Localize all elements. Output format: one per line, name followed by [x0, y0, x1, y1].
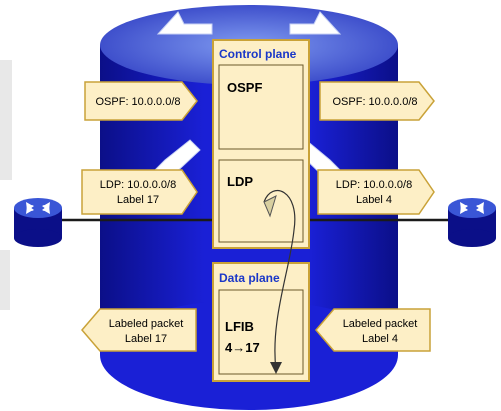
- svg-text:LDP: 10.0.0.0/8: LDP: 10.0.0.0/8: [336, 179, 412, 191]
- svg-text:Label 4: Label 4: [362, 333, 398, 345]
- svg-text:Label 4: Label 4: [356, 194, 392, 206]
- ospf-box: [218, 64, 304, 150]
- router-icon: [460, 202, 484, 214]
- control-plane-title: Control plane: [219, 47, 297, 61]
- right-router: [448, 198, 496, 247]
- svg-text:Label 17: Label 17: [117, 194, 159, 206]
- lfib-box: [218, 289, 304, 375]
- data-plane-panel: Data plane LFIB 4→17: [212, 262, 310, 382]
- tag-ospf-left: OSPF: 10.0.0.0/8: [84, 81, 198, 121]
- tag-packet-right: Labeled packet Label 4: [315, 308, 431, 352]
- router-icon: [26, 202, 50, 214]
- tag-packet-left: Labeled packet Label 17: [81, 308, 197, 352]
- control-plane-panel: Control plane OSPF LDP: [212, 39, 310, 249]
- ldp-box: [218, 159, 304, 243]
- svg-text:Label 17: Label 17: [125, 333, 167, 345]
- ldp-to-lfib-arrow: [263, 190, 296, 374]
- tag-ldp-right: LDP: 10.0.0.0/8 Label 4: [317, 169, 435, 215]
- lfib-label: LFIB: [225, 319, 254, 334]
- tag-ospf-right: OSPF: 10.0.0.0/8: [319, 81, 435, 121]
- svg-text:LDP: 10.0.0.0/8: LDP: 10.0.0.0/8: [100, 179, 176, 191]
- svg-text:Labeled packet: Labeled packet: [109, 318, 184, 330]
- svg-text:Labeled packet: Labeled packet: [343, 318, 418, 330]
- ospf-label: OSPF: [227, 80, 262, 95]
- svg-text:OSPF: 10.0.0.0/8: OSPF: 10.0.0.0/8: [96, 96, 181, 108]
- left-router: [14, 198, 62, 247]
- lfib-mapping: 4→17: [225, 340, 260, 355]
- ldp-label: LDP: [227, 174, 253, 189]
- arrow-head-bottom: [270, 362, 282, 374]
- arrow-head: [263, 195, 277, 218]
- data-plane-title: Data plane: [219, 271, 280, 285]
- background-marks: [0, 60, 12, 310]
- tag-ldp-left: LDP: 10.0.0.0/8 Label 17: [81, 169, 198, 215]
- svg-text:OSPF: 10.0.0.0/8: OSPF: 10.0.0.0/8: [333, 96, 418, 108]
